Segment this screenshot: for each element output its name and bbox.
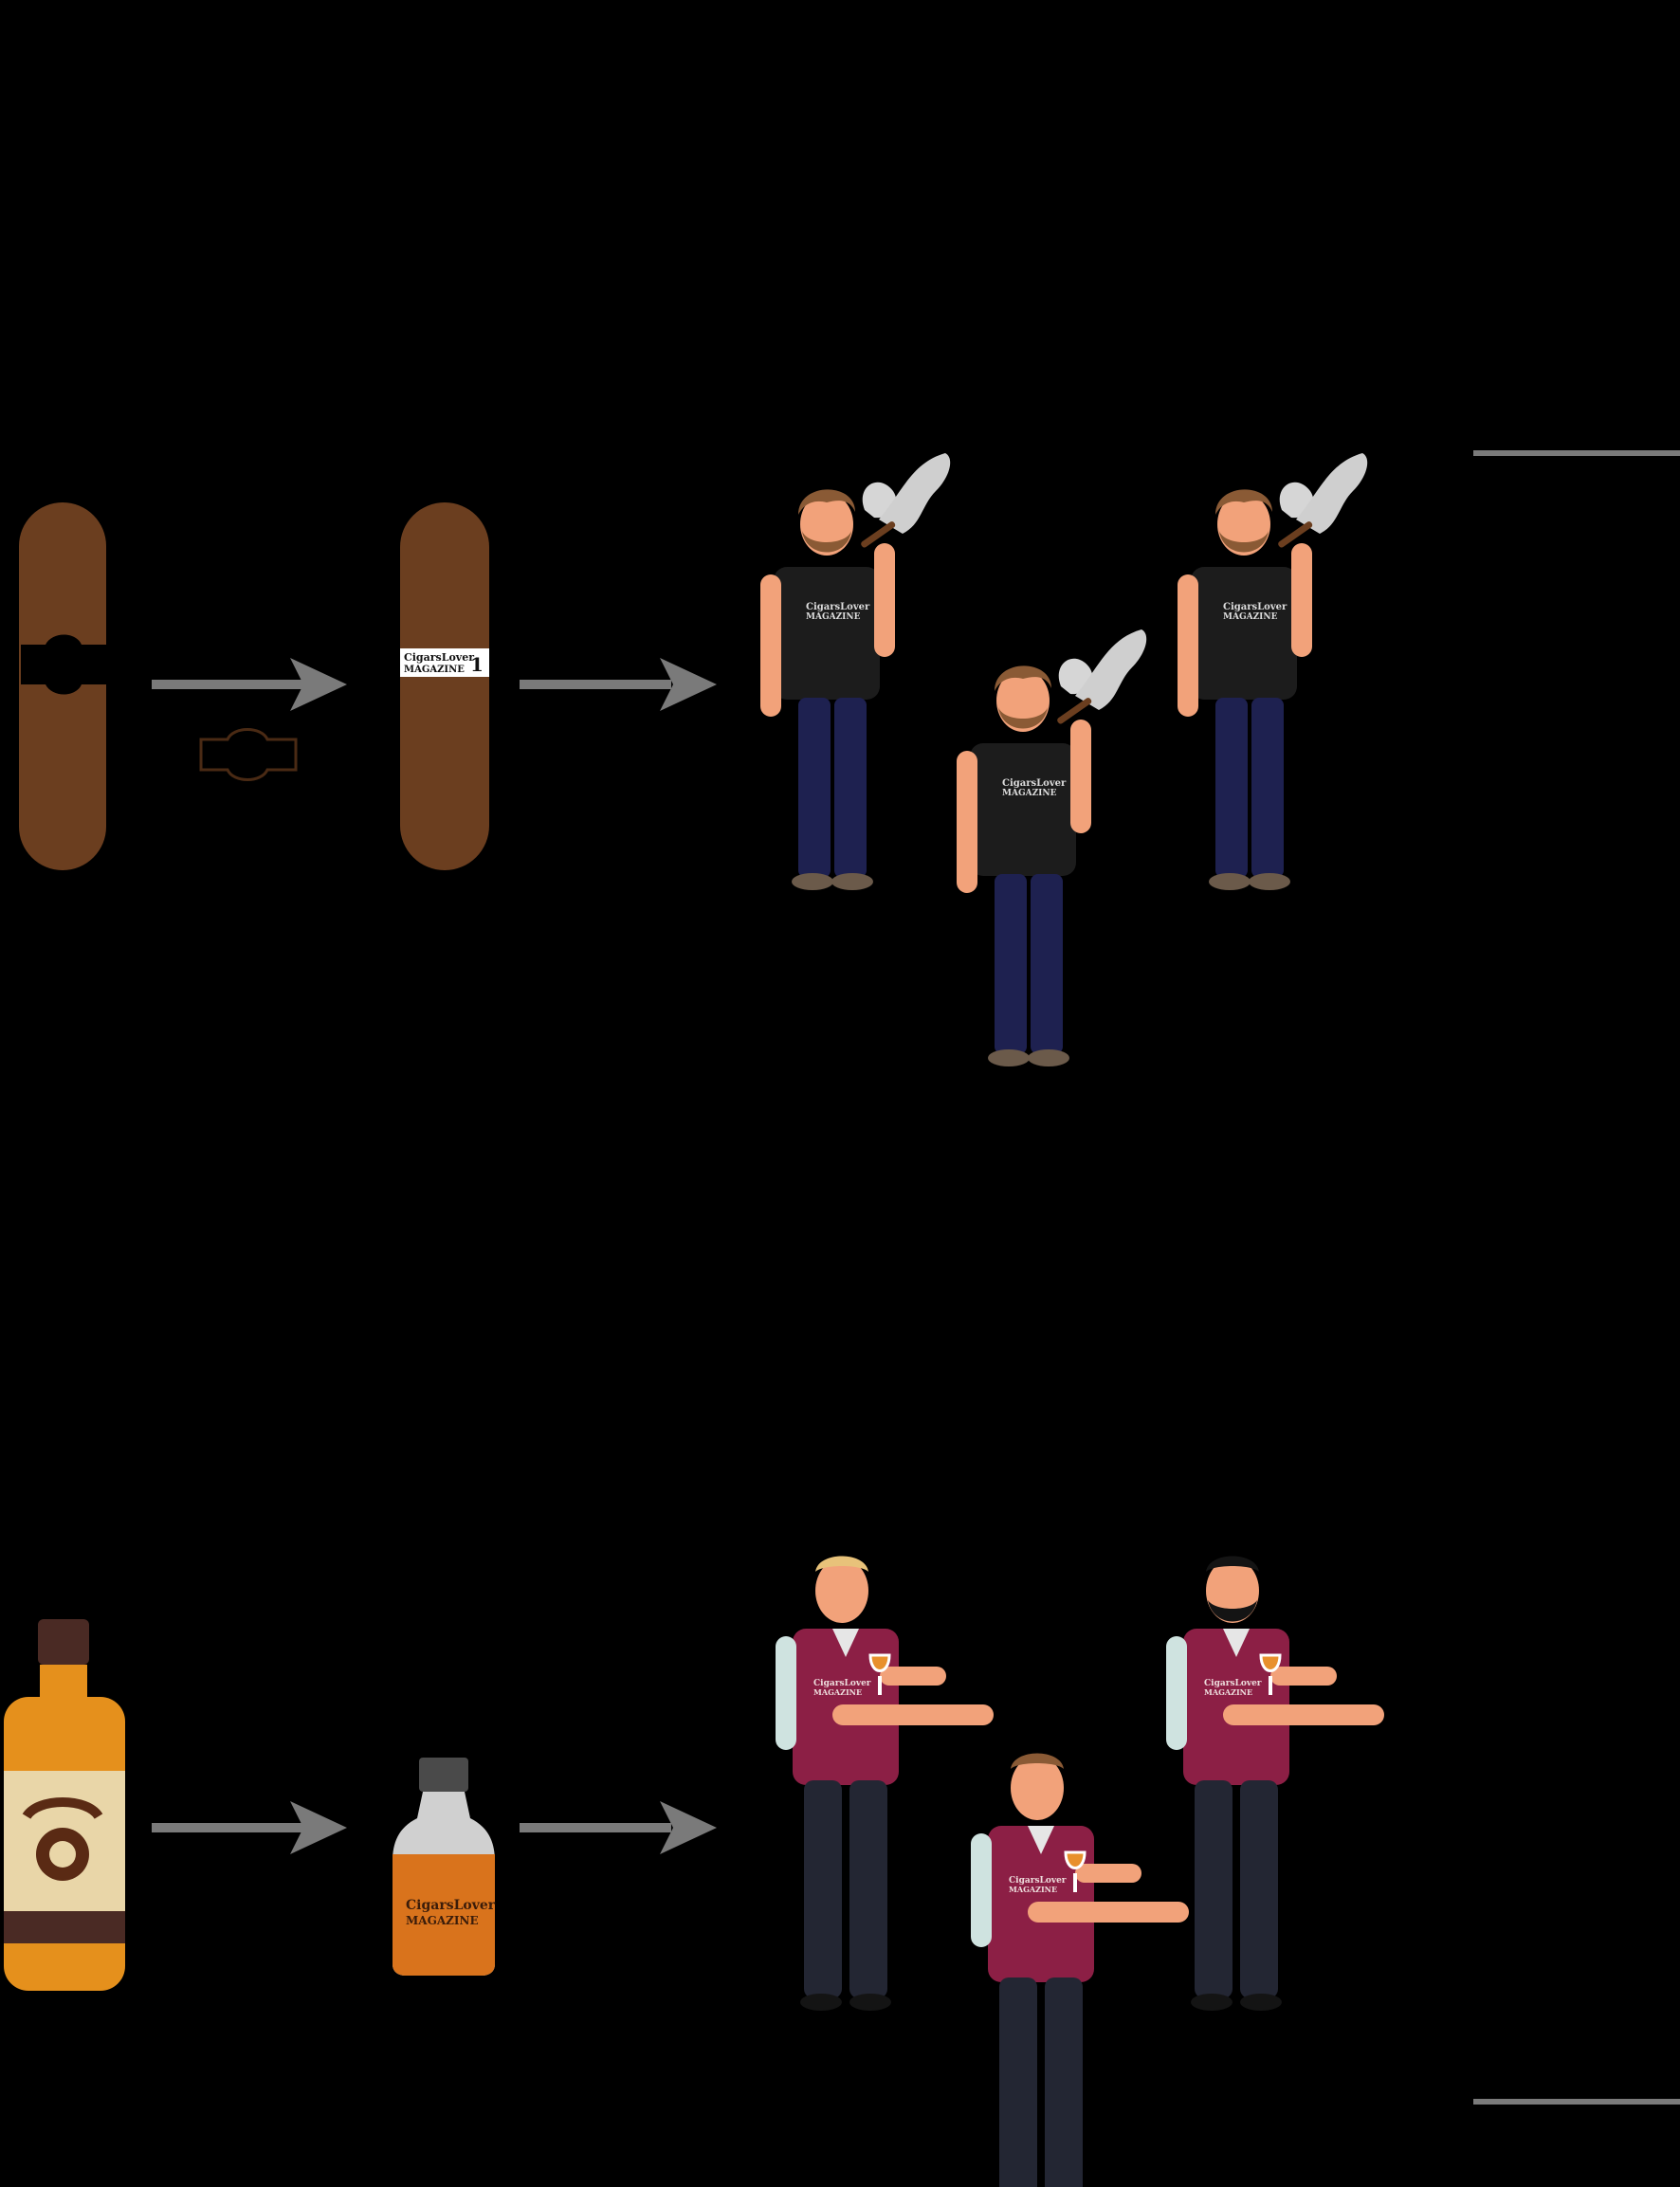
band-brand-line2: MAGAZINE bbox=[404, 665, 465, 675]
whisky-bottle bbox=[4, 1619, 125, 1991]
sommelier-3: CigarsLover MAGAZINE bbox=[1164, 1556, 1386, 2013]
shirt-brand-line2: MAGAZINE bbox=[806, 612, 861, 622]
arrow-4 bbox=[520, 1801, 717, 1854]
vest-brand-line2: MAGAZINE bbox=[1009, 1885, 1057, 1894]
arrow-2 bbox=[520, 658, 717, 711]
band-blank-icon bbox=[21, 634, 106, 695]
shirt-brand-line2: MAGAZINE bbox=[1223, 612, 1278, 622]
vest-brand-line2: MAGAZINE bbox=[813, 1687, 862, 1697]
band-brand-line1: CigarsLover bbox=[404, 651, 474, 664]
bottle-brand-line1: CigarsLover bbox=[406, 1898, 496, 1913]
band-number: 1 bbox=[470, 653, 484, 676]
shirt-brand-line1: CigarsLover bbox=[1002, 778, 1067, 789]
arrow-3 bbox=[152, 1801, 347, 1854]
band-outline-icon bbox=[199, 728, 298, 781]
vest-brand-line2: MAGAZINE bbox=[1204, 1687, 1252, 1697]
sommelier-1: CigarsLover MAGAZINE bbox=[774, 1556, 995, 2013]
sommelier-2: CigarsLover MAGAZINE bbox=[969, 1753, 1191, 2187]
smoker-3: CigarsLover MAGAZINE bbox=[1178, 453, 1368, 890]
shirt-brand-line1: CigarsLover bbox=[806, 602, 870, 612]
shirt-brand-line2: MAGAZINE bbox=[1002, 789, 1057, 798]
branded-bottle: CigarsLover MAGAZINE bbox=[393, 1758, 496, 1976]
arrow-1 bbox=[152, 658, 347, 711]
vest-brand-line1: CigarsLover bbox=[1204, 1679, 1262, 1688]
smoker-2: CigarsLover MAGAZINE bbox=[957, 629, 1147, 1066]
vest-brand-line1: CigarsLover bbox=[813, 1679, 871, 1688]
smoker-1: CigarsLover MAGAZINE bbox=[760, 453, 951, 890]
shirt-brand-line1: CigarsLover bbox=[1223, 602, 1287, 612]
bottle-brand-line2: MAGAZINE bbox=[406, 1914, 479, 1927]
divider-line-bottom bbox=[1473, 2099, 1680, 2105]
divider-line-top bbox=[1473, 450, 1680, 456]
vest-brand-line1: CigarsLover bbox=[1009, 1876, 1067, 1886]
cigar-branded: CigarsLover MAGAZINE 1 bbox=[400, 502, 489, 870]
cigar-plain bbox=[19, 502, 106, 870]
